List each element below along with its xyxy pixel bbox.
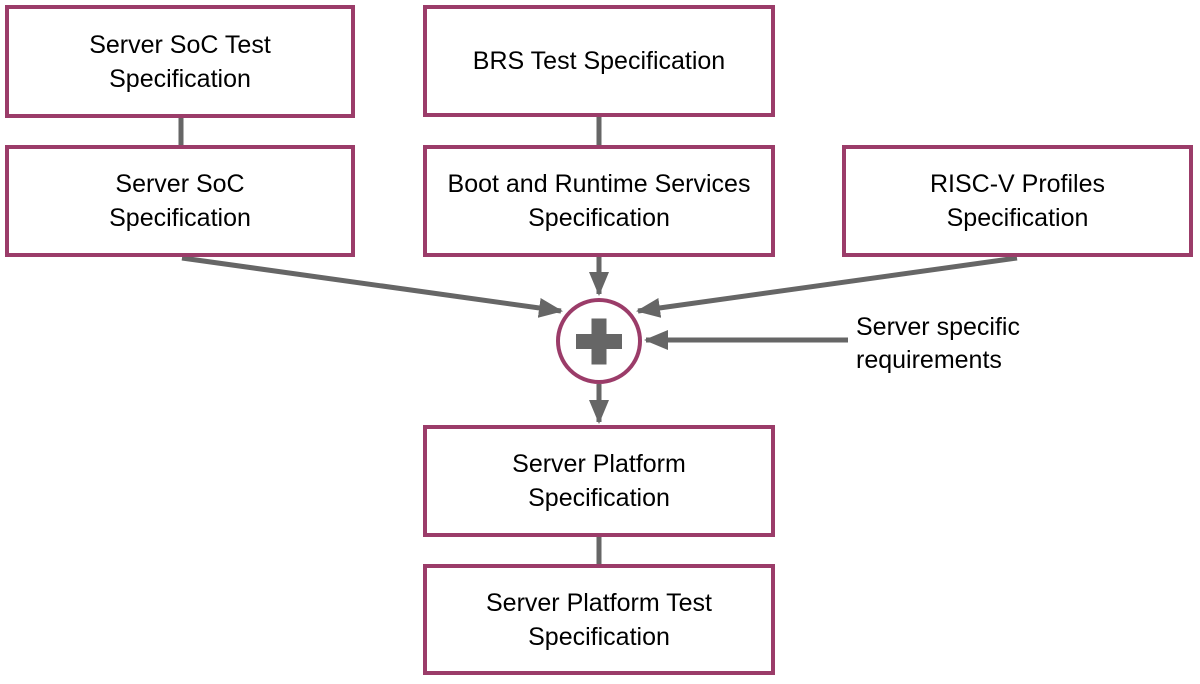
node-label: Server Platform Test (485, 588, 712, 617)
node-server-platform-specification: Server Platform Specification (423, 425, 775, 537)
edge-profiles-to-merge (636, 255, 1018, 318)
node-server-soc-test-specification: Server SoC Test Specification (5, 5, 355, 118)
node-label: Specification (528, 204, 670, 232)
plus-icon (576, 318, 622, 365)
edge-soc-to-merge (181, 255, 563, 318)
node-server-soc-specification: Server SoC Specification (5, 145, 355, 257)
node-label: Server SoC (115, 170, 245, 198)
node-riscv-profiles-specification: RISC-V Profiles Specification (842, 145, 1193, 257)
annotation-line: requirements (856, 346, 1002, 374)
server-specific-requirements-label: Server specific requirements (856, 311, 1020, 377)
node-label: Server Platform (512, 450, 686, 478)
node-label: Specification (109, 204, 251, 232)
node-brs-test-specification: BRS Test Specification (423, 5, 775, 117)
node-label: Specification (946, 204, 1089, 232)
node-label: RISC-V Profiles (929, 170, 1106, 198)
node-boot-and-runtime-services-specification: Boot and Runtime Services Specification (423, 145, 775, 257)
node-label: Specification (528, 484, 670, 512)
node-label: Specification (109, 64, 251, 93)
node-label: Boot and Runtime Services (447, 170, 751, 198)
node-label: Specification (528, 622, 670, 651)
annotation-line: Server specific (856, 313, 1020, 341)
node-label: BRS Test Specification (472, 47, 726, 75)
node-server-platform-test-specification: Server Platform Test Specification (423, 564, 775, 675)
node-label: Server SoC Test (89, 30, 271, 59)
